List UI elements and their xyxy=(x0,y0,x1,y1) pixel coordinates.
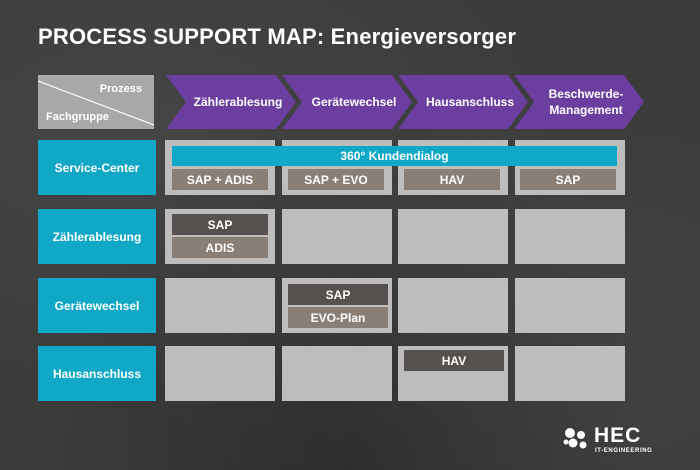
process-chevron-hausanschluss: Hausanschluss xyxy=(398,75,528,129)
corner-label-fachgruppe: Fachgruppe xyxy=(46,111,109,123)
kundendialog-banner: 360° Kundendialog xyxy=(172,146,617,166)
system-box-sap: SAP xyxy=(288,284,388,305)
process-label: Hausanschluss xyxy=(425,95,515,109)
system-box-sap-adis: SAP + ADIS xyxy=(172,169,268,190)
row-header-service-center: Service-Center xyxy=(38,140,156,195)
system-box-evo-plan: EVO-Plan xyxy=(288,307,388,328)
corner-label-prozess: Prozess xyxy=(99,83,142,95)
process-chevron-beschwerde-management: Beschwerde- Management xyxy=(514,75,644,129)
process-label: Gerätewechsel xyxy=(311,95,397,109)
grid-cell xyxy=(165,346,275,401)
logo-name: HEC xyxy=(594,424,642,447)
grid-cell xyxy=(282,209,392,264)
grid-cell xyxy=(165,278,275,333)
process-chevron-geraetewechsel: Gerätewechsel xyxy=(282,75,412,129)
system-box-adis: ADIS xyxy=(172,237,268,258)
row-header-zaehlerablesung: Zählerablesung xyxy=(38,209,156,264)
corner-header: Prozess Fachgruppe xyxy=(38,75,154,129)
grid-cell xyxy=(515,278,625,333)
grid-cell xyxy=(398,278,508,333)
logo-tagline: IT-ENGINEERING xyxy=(595,448,653,454)
grid-cell xyxy=(282,346,392,401)
grid-cell xyxy=(515,209,625,264)
page-title: PROCESS SUPPORT MAP: Energieversorger xyxy=(38,24,517,49)
process-label: Beschwerde- Management xyxy=(548,87,624,117)
system-box-sap: SAP xyxy=(520,169,616,190)
row-header-geraetewechsel: Gerätewechsel xyxy=(38,278,156,333)
row-header-hausanschluss: Hausanschluss xyxy=(38,346,156,401)
process-chevron-zaehlerablesung: Zählerablesung xyxy=(166,75,296,129)
grid-cell xyxy=(398,209,508,264)
process-label: Zählerablesung xyxy=(193,95,283,109)
grid-cell xyxy=(515,346,625,401)
diagonal-divider xyxy=(38,80,154,126)
system-box-sap: SAP xyxy=(172,214,268,235)
system-box-hav: HAV xyxy=(404,350,504,371)
system-box-sap-evo: SAP + EVO xyxy=(288,169,384,190)
hec-logo-icon xyxy=(563,428,587,449)
hec-logo: HEC IT-ENGINEERING xyxy=(562,424,662,458)
system-box-hav: HAV xyxy=(404,169,500,190)
